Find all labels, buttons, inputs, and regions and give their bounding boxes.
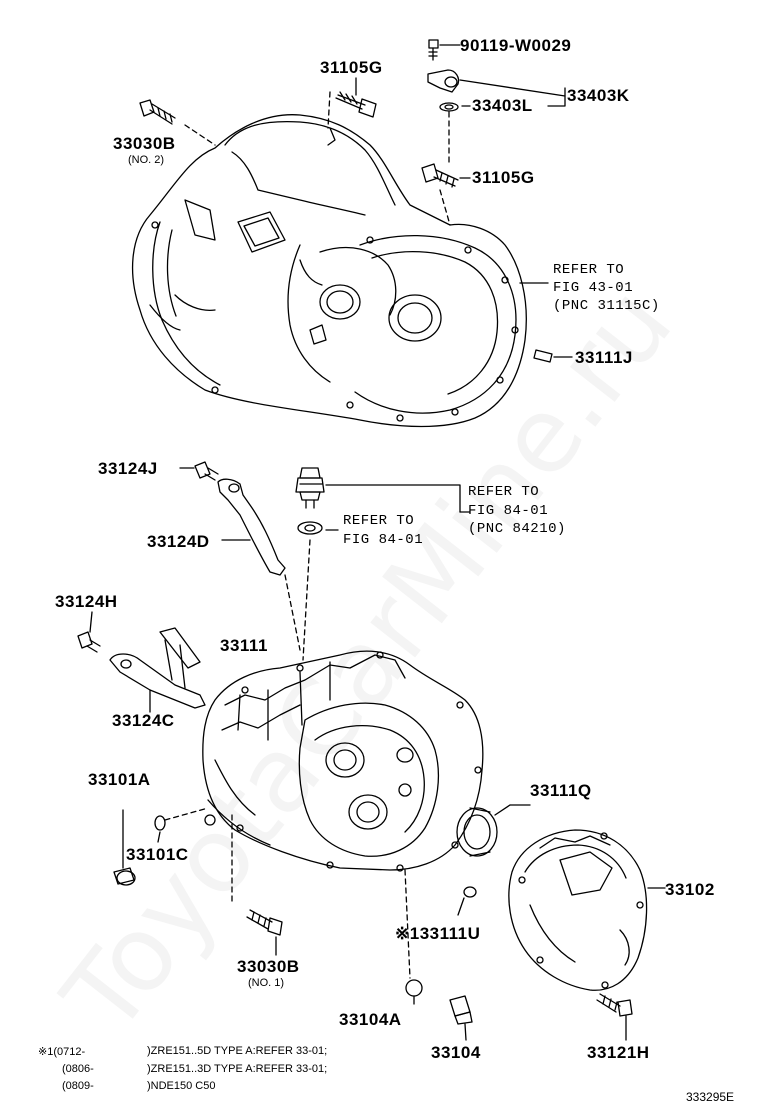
part-90119-w0029: 90119-W0029	[460, 36, 572, 55]
part-33124h: 33124H	[55, 592, 118, 611]
part-33101a: 33101A	[88, 770, 151, 789]
note-2-text: )ZRE151..3D TYPE A:REFER 33-01;	[147, 1063, 328, 1075]
part-33111: 33111	[220, 636, 268, 655]
note-1-code: ※1(0712-	[38, 1046, 86, 1058]
refer-1-line-1: REFER TO	[553, 262, 625, 278]
part-33030b-bottom-sub: (NO. 1)	[248, 977, 285, 989]
part-33403l: 33403L	[472, 96, 533, 115]
part-33121h: 33121H	[587, 1043, 650, 1062]
top-fasteners	[140, 40, 552, 362]
part-33104a: 33104A	[339, 1010, 402, 1029]
part-33111j: 33111J	[575, 348, 633, 367]
note-2-code: (0806-	[62, 1063, 94, 1075]
top-leaders	[185, 45, 572, 357]
part-33030b-top-sub: (NO. 2)	[128, 154, 165, 166]
part-33101c: 33101C	[126, 845, 189, 864]
refer-3-line-2: FIG 84-01	[343, 532, 424, 548]
refer-1-line-2: FIG 43-01	[553, 280, 634, 296]
part-31105g-mid: 31105G	[472, 168, 535, 187]
part-33111u: ※133111U	[395, 924, 481, 943]
part-31105g-top: 31105G	[320, 58, 383, 77]
part-33102: 33102	[665, 880, 715, 899]
figure-code: 333295E	[686, 1090, 735, 1104]
part-33124d: 33124D	[147, 532, 210, 551]
transaxle-case-drawing	[114, 651, 530, 1040]
note-3-code: (0809-	[62, 1080, 94, 1092]
refer-2-line-2: FIG 84-01	[468, 503, 549, 519]
part-33030b-bottom: 33030B	[237, 957, 300, 976]
part-33111q: 33111Q	[530, 781, 592, 800]
part-33124j: 33124J	[98, 459, 158, 478]
part-33124c: 33124C	[112, 711, 175, 730]
part-33104: 33104	[431, 1043, 481, 1062]
refer-1-line-3: (PNC 31115C)	[553, 298, 660, 314]
refer-2-line-1: REFER TO	[468, 484, 540, 500]
refer-2-line-3: (PNC 84210)	[468, 521, 566, 537]
bracket-drawing	[78, 462, 300, 712]
part-33030b-top: 33030B	[113, 134, 176, 153]
sensor-drawing	[296, 468, 470, 660]
clutch-housing-drawing	[133, 115, 527, 427]
note-3-text: )NDE150 C50	[147, 1080, 216, 1092]
note-1-text: )ZRE151..5D TYPE A:REFER 33-01;	[147, 1045, 328, 1057]
part-33403k: 33403K	[567, 86, 630, 105]
case-cover-drawing	[509, 830, 665, 1040]
refer-3-line-1: REFER TO	[343, 513, 415, 529]
